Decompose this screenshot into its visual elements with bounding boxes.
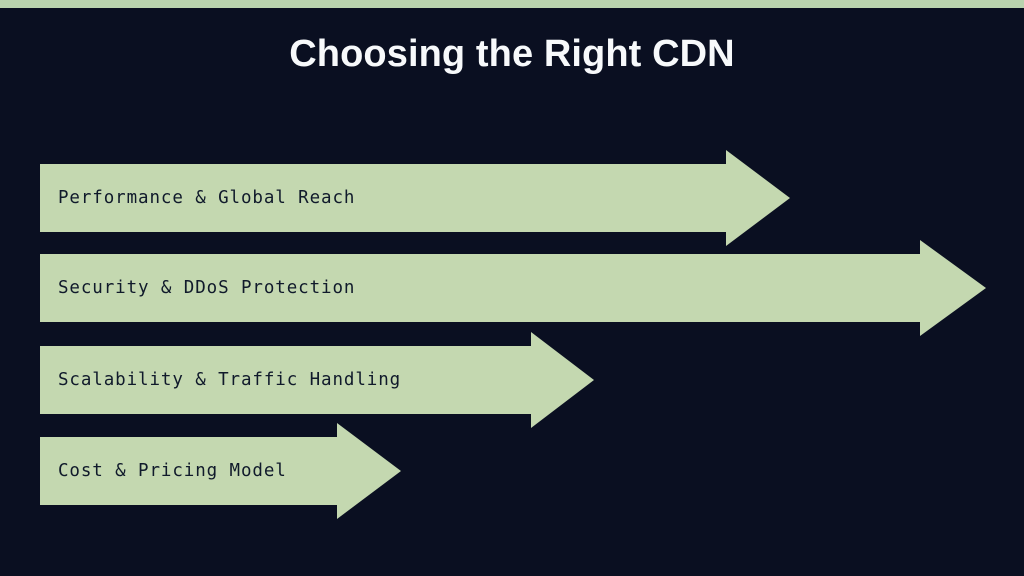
arrow-item[interactable]: Scalability & Traffic Handling <box>40 332 594 428</box>
arrow-polygon <box>40 423 401 519</box>
arrow-shape-icon <box>40 423 401 519</box>
arrow-polygon <box>40 332 594 428</box>
arrow-shape-icon <box>40 332 594 428</box>
arrow-polygon <box>40 240 986 336</box>
arrow-polygon <box>40 150 790 246</box>
page-title: Choosing the Right CDN <box>289 33 735 75</box>
arrow-shape-icon <box>40 240 986 336</box>
arrow-item[interactable]: Performance & Global Reach <box>40 150 790 246</box>
top-accent-bar <box>0 0 1024 8</box>
arrow-item[interactable]: Cost & Pricing Model <box>40 423 401 519</box>
arrow-shape-icon <box>40 150 790 246</box>
arrow-item[interactable]: Security & DDoS Protection <box>40 240 986 336</box>
